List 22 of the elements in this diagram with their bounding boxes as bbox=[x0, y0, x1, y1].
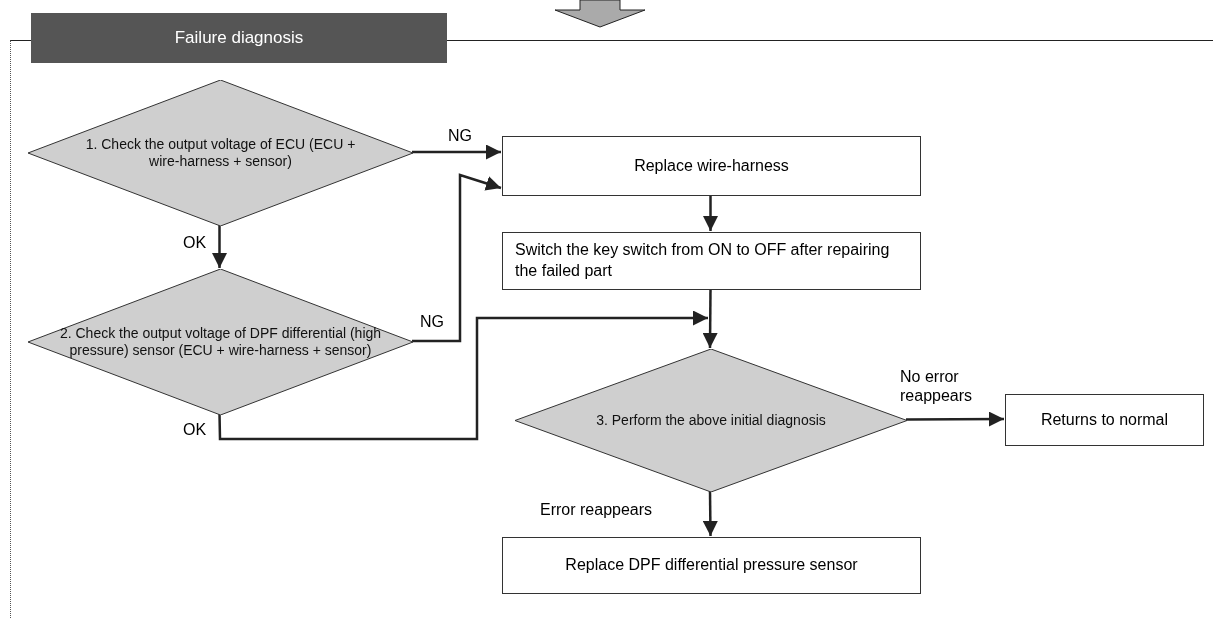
process-box: Switch the key switch from ON to OFF after repairing the failed part bbox=[502, 232, 921, 290]
edge-label: NG bbox=[420, 312, 444, 332]
edge-label: No error reappears bbox=[900, 367, 974, 406]
edge-label: NG bbox=[448, 126, 472, 146]
edge-label: OK bbox=[183, 420, 207, 440]
process-box: Replace DPF differential pressure sensor bbox=[502, 537, 921, 594]
decision-diamond: 2. Check the output voltage of DPF differential (high pressure) sensor (ECU + wire-harness + sensor) bbox=[28, 269, 413, 415]
decision-diamond: 1. Check the output voltage of ECU (ECU + wire-harness + sensor) bbox=[28, 80, 413, 226]
arrow bbox=[412, 144, 501, 160]
arrow bbox=[412, 173, 502, 343]
arrow bbox=[703, 195, 718, 231]
arrow bbox=[702, 491, 718, 536]
section-header: Failure diagnosis bbox=[31, 13, 447, 63]
edge-label: Error reappears bbox=[540, 500, 653, 520]
edge-label: OK bbox=[183, 233, 207, 253]
arrow bbox=[218, 310, 708, 441]
arrow bbox=[702, 289, 718, 348]
arrow bbox=[212, 225, 227, 268]
block-arrow bbox=[554, 0, 646, 28]
arrow bbox=[906, 411, 1004, 427]
process-box: Returns to normal bbox=[1005, 394, 1204, 446]
process-box: Replace wire-harness bbox=[502, 136, 921, 196]
